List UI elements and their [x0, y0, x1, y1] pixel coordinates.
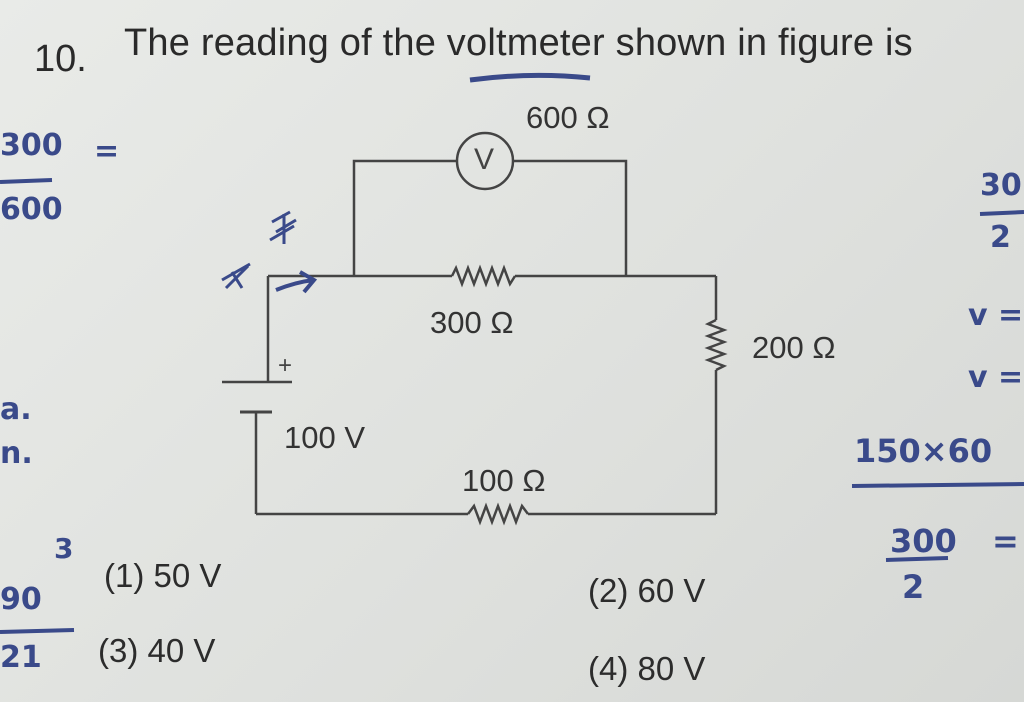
voltmeter-resistance-label: 600 Ω [526, 100, 610, 135]
ink-three: 3 [54, 532, 74, 565]
battery-plus-sign: + [278, 352, 293, 379]
ink-product: 150×60 [854, 432, 993, 470]
ink-left-numerator: 300 [0, 128, 63, 163]
ink-right-numerator: 30 [980, 168, 1022, 203]
question-number: 10. [34, 38, 87, 80]
ink-side-a: a. [0, 392, 32, 427]
voltmeter-wire-right [514, 159, 628, 276]
ink-v-equals-1: v = [968, 298, 1024, 333]
option-2[interactable]: (2) 60 V [588, 572, 706, 609]
ink-div-2: 2 [902, 568, 925, 606]
resistor-200-label: 200 Ω [752, 330, 836, 365]
ink-frac-bar-product [851, 482, 1024, 488]
option-1[interactable]: (1) 50 V [104, 557, 222, 594]
ink-bottom-left-denominator: 21 [0, 640, 42, 675]
ink-underline [469, 72, 591, 83]
question-text: The reading of the voltmeter shown in fi… [124, 22, 913, 64]
resistor-200-symbol [704, 318, 728, 372]
battery-voltage-label: 100 V [284, 420, 366, 455]
option-4[interactable]: (4) 80 V [588, 650, 706, 687]
resistor-300-label: 300 Ω [430, 305, 514, 340]
option-3[interactable]: (3) 40 V [98, 632, 216, 669]
ink-equals: = [992, 522, 1019, 560]
ink-div-300: 300 [890, 522, 957, 560]
ink-frac-bar-left [0, 178, 53, 184]
ink-frac-bar-bottom-left [0, 628, 75, 634]
resistor-300-symbol [450, 264, 517, 288]
ink-current-arrow [275, 270, 318, 294]
resistor-100-label: 100 Ω [462, 463, 546, 498]
ink-scribble-left [221, 262, 251, 290]
voltmeter-wire-left [352, 159, 456, 276]
ink-left-equals: = [94, 134, 120, 169]
ink-frac-bar-div2 [885, 556, 949, 562]
ink-scribble-top [269, 210, 297, 244]
ink-bottom-left-numerator: 90 [0, 582, 42, 617]
resistor-100-symbol [467, 502, 529, 526]
ink-side-n: n. [0, 436, 33, 471]
ink-right-denominator: 2 [990, 220, 1011, 255]
ink-left-denominator: 600 [0, 192, 63, 227]
ink-frac-bar-right [979, 210, 1024, 216]
voltmeter-label: V [474, 143, 495, 176]
ink-v-equals-2: v = [968, 360, 1024, 395]
voltmeter-symbol [455, 131, 515, 191]
